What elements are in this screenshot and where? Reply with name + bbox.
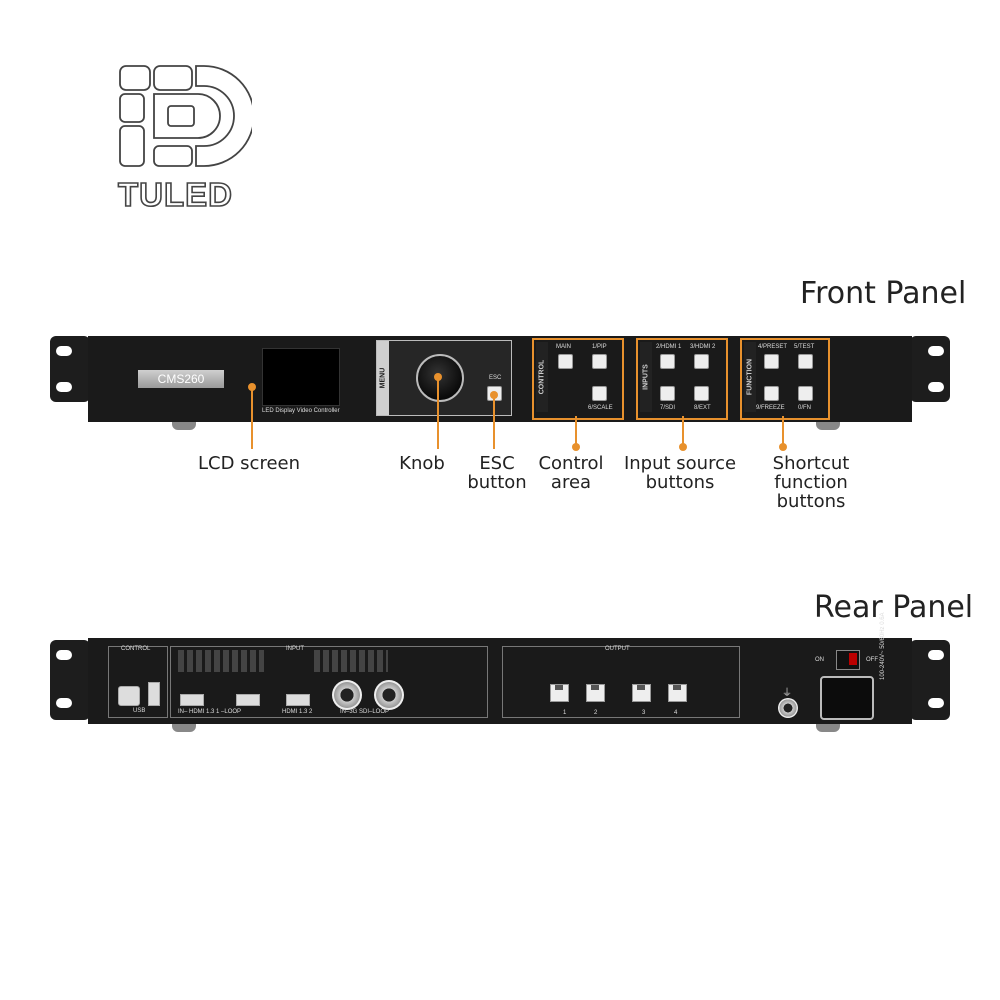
key-label-test: 5/TEST [794,344,815,350]
key-label-freeze: 9/FREEZE [756,405,785,411]
power-rating: 100-240V~ 50/60Hz 0.6A [880,612,886,680]
rear-output-label: OUTPUT [605,646,630,652]
callout-control-area: Control area [538,453,604,493]
key-label-hdmi2: 3/HDMI 2 [690,344,716,350]
key-label-main: MAIN [556,344,571,350]
hdmi1-loop-port[interactable] [236,694,260,706]
test-button[interactable] [798,354,813,369]
key-label-ext: 8/EXT [694,405,711,411]
output-port-label-2: 2 [594,710,598,716]
scale-button[interactable] [592,386,607,401]
front-panel-title: Front Panel [800,276,967,311]
key-label-pip: 1/PIP [592,344,607,350]
tuled-logo-icon [119,65,252,167]
inputs-group-bar: INPUTS [640,342,652,412]
rear-panel-title: Rear Panel [814,590,974,625]
output-port-1[interactable] [550,684,569,702]
menu-label: MENU [379,367,387,389]
rear-right-rack-ear [910,640,950,720]
ext-button[interactable] [694,386,709,401]
control-group-label: CONTROL [538,359,546,395]
freeze-button[interactable] [764,386,779,401]
menu-label-bar: MENU [377,341,389,415]
output-port-label-3: 3 [642,710,646,716]
usb-a-port[interactable] [148,682,160,706]
callout-lcd-screen: LCD screen [197,453,301,474]
output-port-4[interactable] [668,684,687,702]
output-port-2[interactable] [586,684,605,702]
function-group-bar: FUNCTION [744,342,756,412]
sdi-in-connector[interactable] [332,680,362,710]
hdmi1-in-port[interactable] [180,694,204,706]
knob[interactable] [416,354,464,402]
lcd-caption: LED Display Video Controller [262,408,340,414]
output-port-label-4: 4 [674,710,678,716]
rear-control-label: CONTROL [121,646,151,652]
right-vent [314,650,388,672]
hdmi1-label: IN– HDMI 1.3 1 –LOOP [178,709,242,715]
callout-input-source-buttons: Input source buttons [623,453,737,493]
output-port-label-1: 1 [563,710,567,716]
hdmi1-button[interactable] [660,354,675,369]
rear-input-label: INPUT [286,646,304,652]
model-plate: CMS260 [138,370,224,388]
sdi-button[interactable] [660,386,675,401]
callout-esc-button: ESC button [467,453,527,493]
callout-knob: Knob [399,453,445,474]
usb-label: USB [133,708,146,714]
front-right-rack-ear [910,336,950,402]
main-button[interactable] [558,354,573,369]
fn-button[interactable] [798,386,813,401]
key-label-hdmi1: 2/HDMI 1 [656,344,682,350]
power-switch[interactable] [836,650,860,670]
key-label-preset: 4/PRESET [758,344,788,350]
rear-output-section [502,646,740,718]
function-group-label: FUNCTION [746,358,754,396]
lcd-screen [262,348,340,406]
inputs-group-label: INPUTS [642,364,650,390]
rear-left-rack-ear [50,640,90,720]
hdmi2-label: HDMI 1.3 2 [282,709,313,715]
front-left-rack-ear [50,336,90,402]
switch-off-label: OFF [866,657,878,663]
output-port-3[interactable] [632,684,651,702]
rear-input-section [170,646,488,718]
control-area-outline [532,338,624,420]
sdi-label: IN–3G SDI–LOOP [340,709,390,715]
esc-key-label: ESC [489,375,502,381]
brand-name: TULED [117,175,233,214]
callout-shortcut-function-buttons: Shortcut function buttons [772,453,850,512]
ac-power-inlet[interactable] [820,676,874,720]
pip-button[interactable] [592,354,607,369]
ground-terminal[interactable] [778,698,798,718]
ground-icon: ⏚ [782,688,792,699]
preset-button[interactable] [764,354,779,369]
key-label-fn: 0/FN [798,405,812,411]
left-vent [178,650,264,672]
sdi-loop-connector[interactable] [374,680,404,710]
key-label-sdi: 7/SDI [660,405,676,411]
shortcut-function-outline [740,338,830,420]
rear-control-section [108,646,168,718]
hdmi2-port[interactable] [286,694,310,706]
hdmi2-button[interactable] [694,354,709,369]
switch-on-label: ON [815,657,824,663]
usb-b-port[interactable] [118,686,140,706]
key-label-scale: 6/SCALE [588,405,613,411]
control-group-bar: CONTROL [536,342,548,412]
